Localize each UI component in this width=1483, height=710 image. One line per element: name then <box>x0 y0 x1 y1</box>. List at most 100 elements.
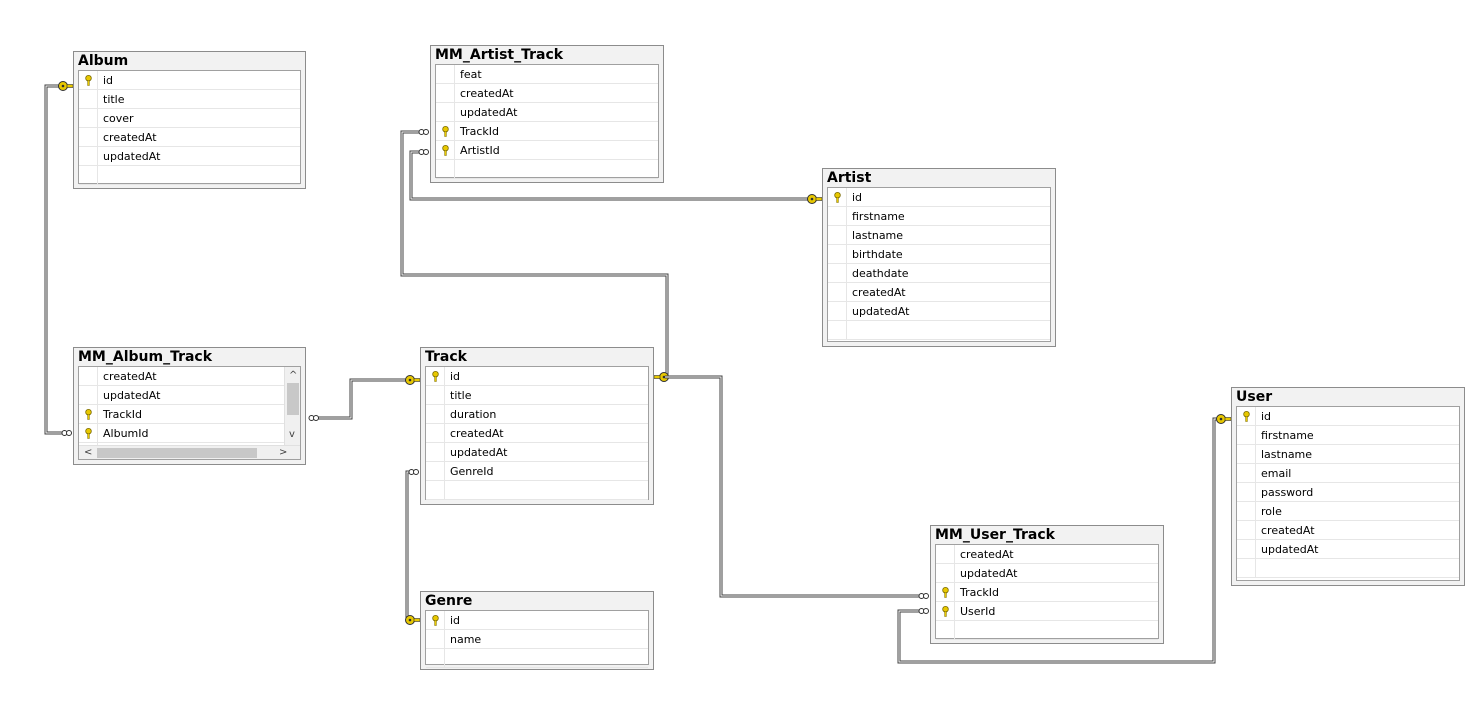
row-selector[interactable] <box>79 128 98 146</box>
table-title[interactable]: MM_Artist_Track <box>435 47 564 63</box>
table-title[interactable]: Album <box>78 53 129 69</box>
column-row[interactable]: createdAt <box>828 283 1050 302</box>
chevron-right-icon[interactable]: > <box>279 447 288 458</box>
column-row[interactable]: firstname <box>1237 426 1459 445</box>
column-row[interactable]: id <box>426 611 648 630</box>
column-row[interactable]: firstname <box>828 207 1050 226</box>
table-title[interactable]: MM_Album_Track <box>78 349 213 365</box>
chevron-up-icon[interactable]: ^ <box>289 370 298 381</box>
row-selector[interactable] <box>936 564 955 582</box>
new-column-row[interactable] <box>79 166 300 185</box>
column-row[interactable]: TrackId <box>436 122 658 141</box>
row-selector[interactable] <box>79 386 98 404</box>
row-selector[interactable] <box>79 367 98 385</box>
column-row[interactable]: birthdate <box>828 245 1050 264</box>
row-selector[interactable] <box>426 611 445 629</box>
row-selector[interactable] <box>828 283 847 301</box>
column-row[interactable]: createdAt <box>79 367 300 386</box>
row-selector[interactable] <box>436 141 455 159</box>
row-selector[interactable] <box>426 424 445 442</box>
row-selector[interactable] <box>1237 521 1256 539</box>
relationship-albumtrack-track[interactable] <box>317 378 408 420</box>
chevron-down-icon[interactable]: v <box>289 429 295 440</box>
row-selector[interactable] <box>426 481 445 499</box>
row-selector[interactable] <box>1237 426 1256 444</box>
table-title[interactable]: Genre <box>425 593 473 609</box>
column-row[interactable]: title <box>79 90 300 109</box>
row-selector[interactable] <box>1237 502 1256 520</box>
row-selector[interactable] <box>79 147 98 165</box>
column-row[interactable]: role <box>1237 502 1459 521</box>
table-title[interactable]: Track <box>425 349 467 365</box>
row-selector[interactable] <box>79 424 98 442</box>
column-row[interactable]: updatedAt <box>426 443 648 462</box>
column-row[interactable]: id <box>1237 407 1459 426</box>
row-selector[interactable] <box>79 90 98 108</box>
row-selector[interactable] <box>936 602 955 620</box>
chevron-left-icon[interactable]: < <box>84 447 93 458</box>
new-column-row[interactable] <box>426 481 648 500</box>
row-selector[interactable] <box>828 321 847 339</box>
row-selector[interactable] <box>426 630 445 648</box>
row-selector[interactable] <box>426 649 445 667</box>
column-row[interactable]: duration <box>426 405 648 424</box>
row-selector[interactable] <box>436 103 455 121</box>
relationship-album-albumtrack[interactable] <box>44 84 62 435</box>
column-row[interactable]: createdAt <box>426 424 648 443</box>
column-row[interactable]: GenreId <box>426 462 648 481</box>
column-row[interactable]: createdAt <box>79 128 300 147</box>
column-row[interactable]: id <box>426 367 648 386</box>
row-selector[interactable] <box>426 462 445 480</box>
table-title[interactable]: MM_User_Track <box>935 527 1055 543</box>
column-row[interactable]: id <box>828 188 1050 207</box>
column-row[interactable]: feat <box>436 65 658 84</box>
row-selector[interactable] <box>1237 540 1256 558</box>
row-selector[interactable] <box>426 405 445 423</box>
column-row[interactable]: AlbumId <box>79 424 300 443</box>
row-selector[interactable] <box>79 405 98 423</box>
row-selector[interactable] <box>1237 483 1256 501</box>
new-column-row[interactable] <box>426 649 648 668</box>
column-row[interactable]: updatedAt <box>1237 540 1459 559</box>
row-selector[interactable] <box>79 166 98 184</box>
column-row[interactable]: updatedAt <box>79 386 300 405</box>
row-selector[interactable] <box>1237 559 1256 577</box>
column-row[interactable]: createdAt <box>1237 521 1459 540</box>
row-selector[interactable] <box>828 302 847 320</box>
column-row[interactable]: TrackId <box>936 583 1158 602</box>
column-row[interactable]: TrackId <box>79 405 300 424</box>
table-title[interactable]: Artist <box>827 170 872 186</box>
column-row[interactable]: title <box>426 386 648 405</box>
scroll-thumb[interactable] <box>97 448 257 458</box>
new-column-row[interactable] <box>436 160 658 179</box>
row-selector[interactable] <box>436 84 455 102</box>
column-row[interactable]: email <box>1237 464 1459 483</box>
column-row[interactable]: password <box>1237 483 1459 502</box>
row-selector[interactable] <box>436 65 455 83</box>
row-selector[interactable] <box>828 245 847 263</box>
row-selector[interactable] <box>936 545 955 563</box>
row-selector[interactable] <box>1237 407 1256 425</box>
new-column-row[interactable] <box>828 321 1050 340</box>
column-row[interactable]: deathdate <box>828 264 1050 283</box>
new-column-row[interactable] <box>936 621 1158 640</box>
scroll-thumb[interactable] <box>287 383 299 415</box>
column-row[interactable]: id <box>79 71 300 90</box>
column-row[interactable]: name <box>426 630 648 649</box>
column-row[interactable]: ArtistId <box>436 141 658 160</box>
column-row[interactable]: lastname <box>1237 445 1459 464</box>
row-selector[interactable] <box>1237 464 1256 482</box>
column-row[interactable]: lastname <box>828 226 1050 245</box>
row-selector[interactable] <box>936 621 955 639</box>
row-selector[interactable] <box>828 207 847 225</box>
column-row[interactable]: createdAt <box>936 545 1158 564</box>
vertical-scrollbar[interactable]: ^ v <box>284 367 300 445</box>
row-selector[interactable] <box>828 226 847 244</box>
row-selector[interactable] <box>426 443 445 461</box>
column-row[interactable]: updatedAt <box>79 147 300 166</box>
